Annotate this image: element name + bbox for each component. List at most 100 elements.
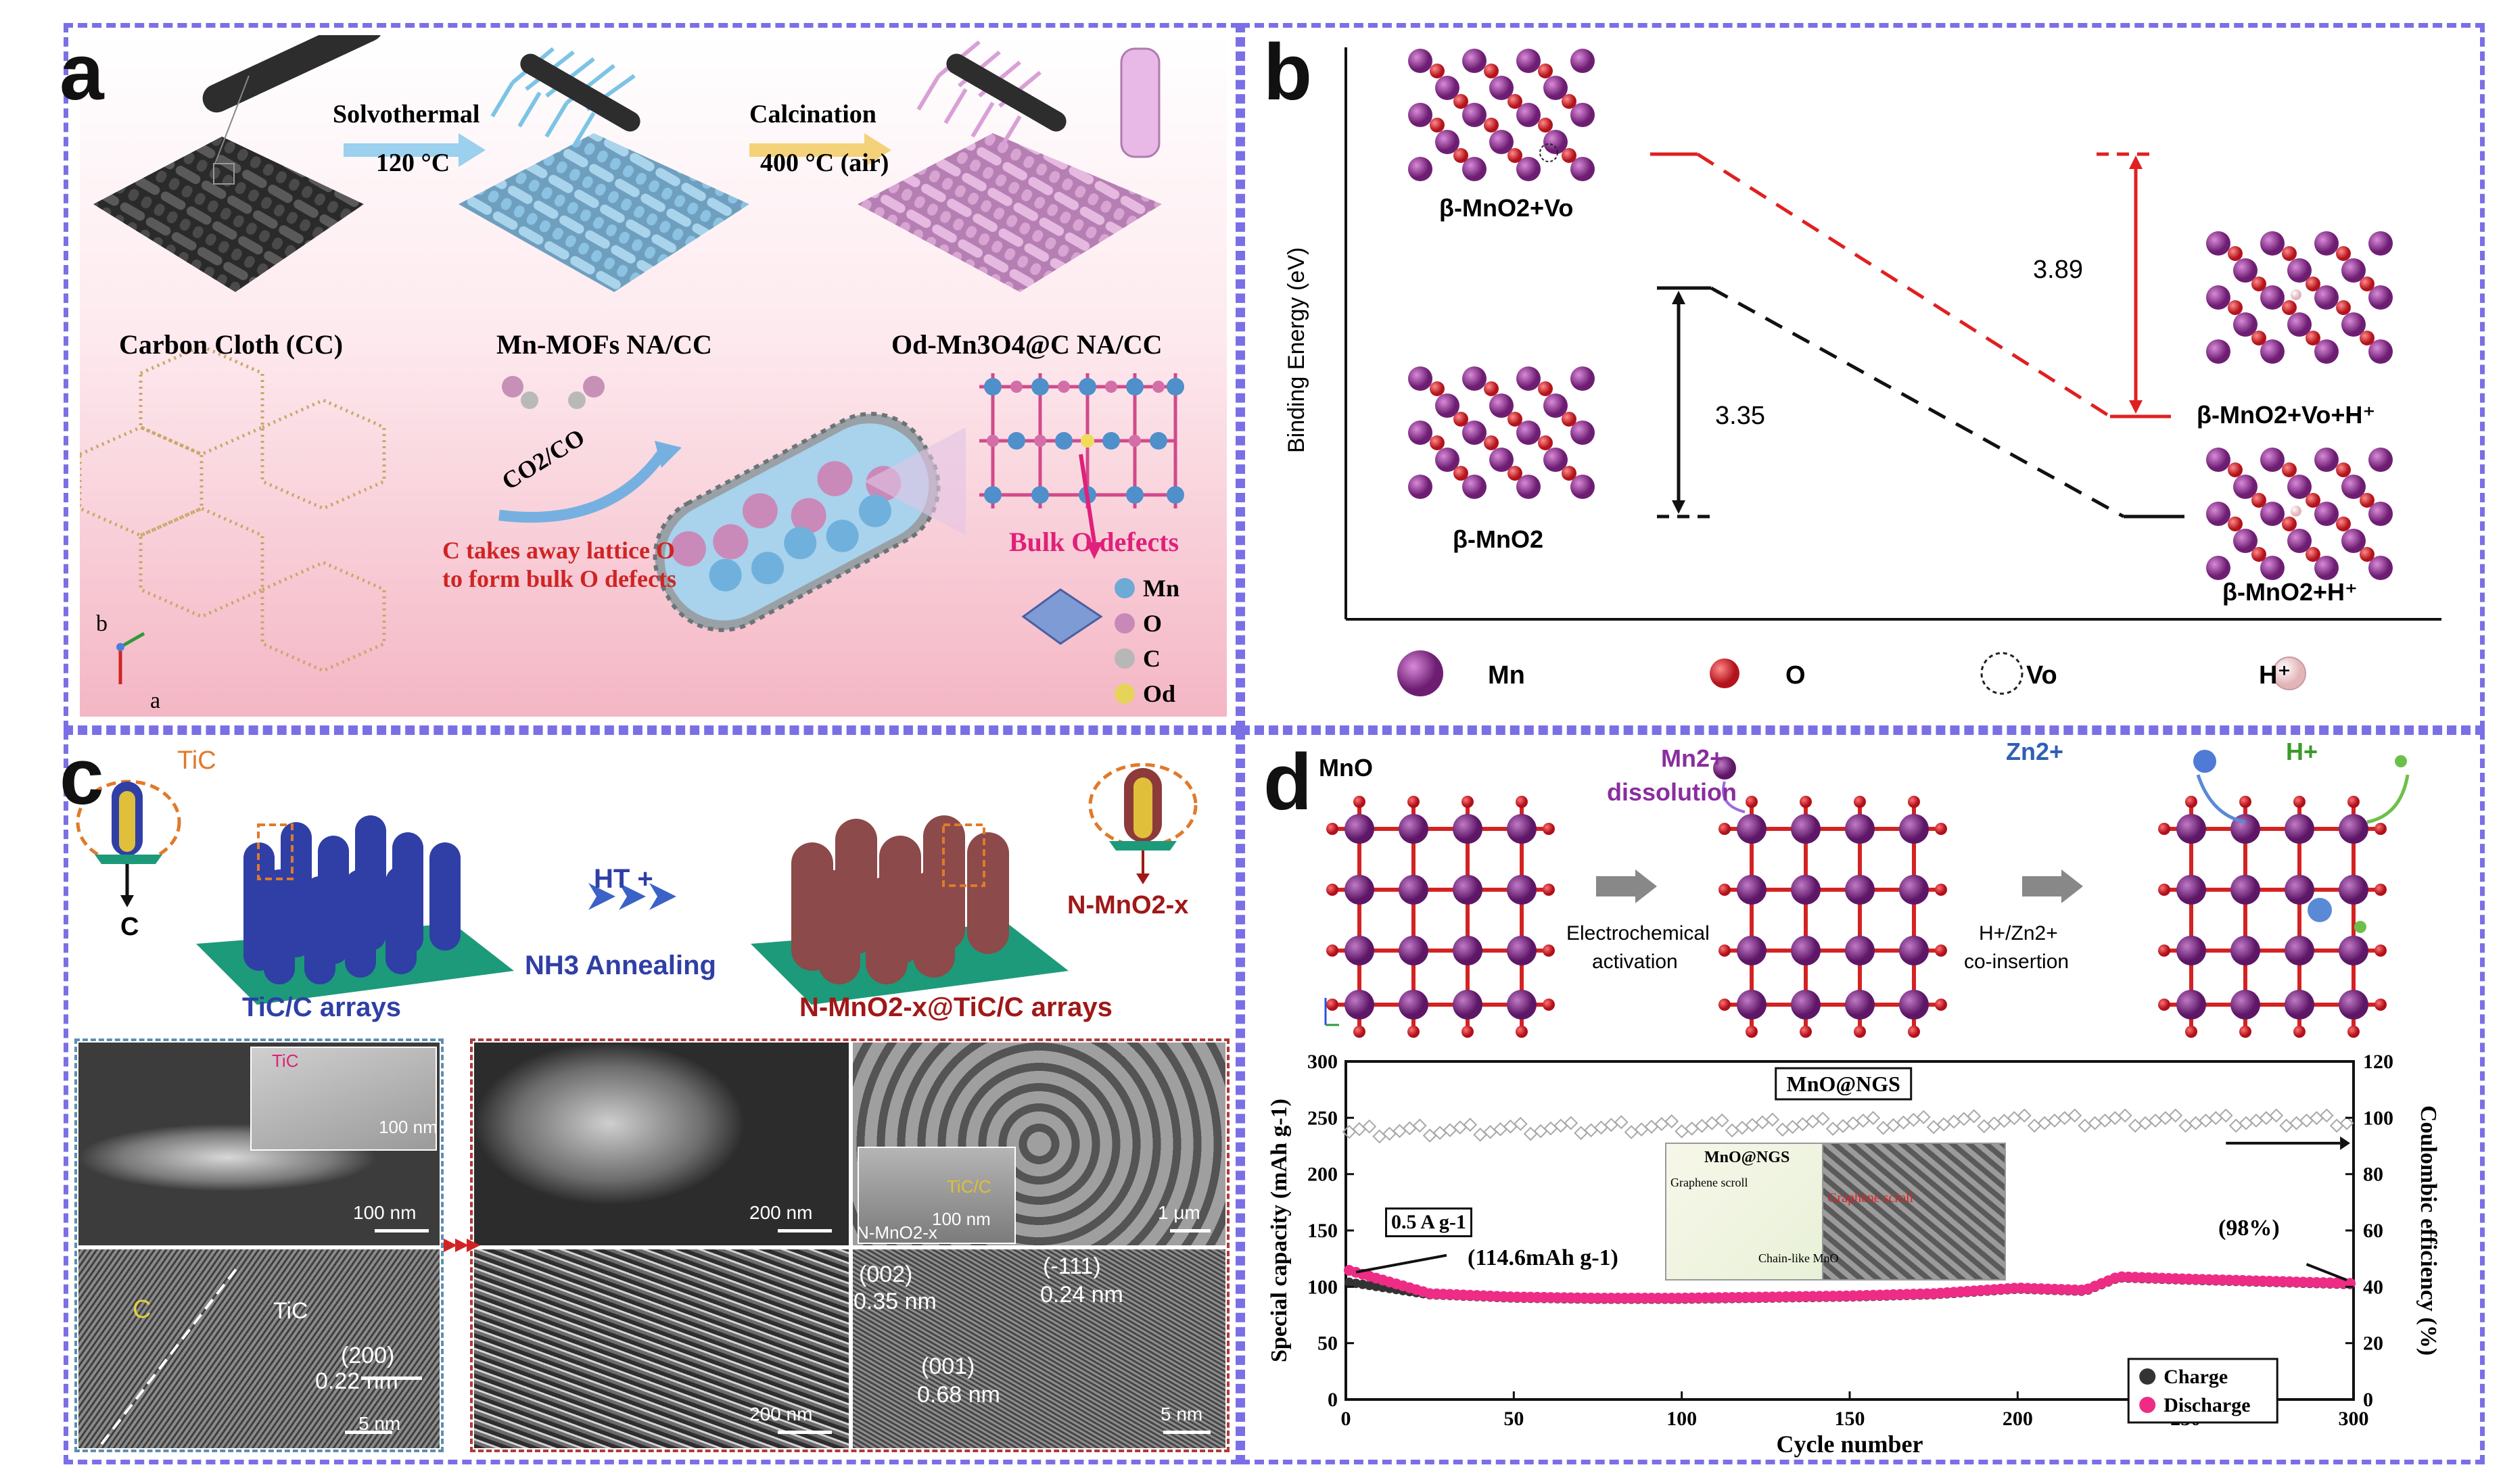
x-tick-label: 50 xyxy=(1503,1408,1524,1430)
panel-c-schematic xyxy=(76,763,1198,1005)
ce-point xyxy=(1977,1119,1992,1134)
inset-label-graphene: Graphene scroll xyxy=(1670,1176,1748,1189)
structure-title: MnO xyxy=(1319,754,1373,782)
ce-point xyxy=(2279,1118,2294,1133)
ce-point xyxy=(2289,1116,2303,1130)
ce-point xyxy=(1846,1116,1861,1130)
tic-rods xyxy=(243,815,461,984)
hrtem-mno2-s3: 0.68 nm xyxy=(917,1382,1000,1408)
ce-point xyxy=(1805,1114,1820,1129)
ce-point xyxy=(2168,1108,2183,1123)
step1-line1: Electrochemical xyxy=(1566,922,1710,944)
ce-point xyxy=(2228,1118,2243,1133)
ce-point xyxy=(2107,1111,2122,1126)
ce-point xyxy=(1936,1117,1951,1132)
axis-a-label: a xyxy=(150,688,161,713)
legend-od: Od xyxy=(1143,680,1176,707)
panel-b-letter: b xyxy=(1263,28,1313,117)
zn-ion-icon xyxy=(2193,750,2216,773)
ce-point xyxy=(1987,1116,2001,1131)
sem-mno2-inset-scale: 100 nm xyxy=(932,1209,991,1229)
ce-point xyxy=(1926,1120,1941,1134)
energy-value-black: 3.35 xyxy=(1715,402,1765,430)
ce-point xyxy=(1372,1129,1387,1144)
legend-o: O xyxy=(1143,610,1163,637)
ce-point xyxy=(1624,1125,1639,1139)
ce-point xyxy=(2098,1114,2112,1128)
hrtem-mno2-p2: (-111) xyxy=(1043,1253,1101,1279)
label-mno2-vo-h: β-MnO2+Vo+H⁺ xyxy=(2197,401,2376,429)
mno-structure-1 xyxy=(1326,796,1555,1038)
ce-point xyxy=(1513,1116,1528,1131)
zn-ion-label: Zn2+ xyxy=(2006,738,2064,765)
panel-a-graphic xyxy=(80,35,1184,704)
ce-point xyxy=(1815,1111,1830,1126)
ce-point xyxy=(1604,1118,1618,1132)
ce-point xyxy=(1866,1111,1881,1125)
sem-mno2-inset-a: TiC/C xyxy=(947,1176,991,1197)
ce-point xyxy=(1564,1116,1578,1130)
ce-point xyxy=(1886,1118,1900,1132)
x-axis-title: Cycle number xyxy=(1777,1431,1923,1458)
legend-b-h: H⁺ xyxy=(2259,661,2291,690)
label-mno2-h: β-MnO2+H⁺ xyxy=(2222,578,2358,606)
hrtem-tic-spacing: 0.22 nm xyxy=(315,1368,398,1394)
h-ion-icon xyxy=(2395,755,2407,767)
ce-point xyxy=(1412,1118,1427,1133)
x-tick-label: 200 xyxy=(2003,1408,2033,1430)
step2-label: Calcination xyxy=(749,100,876,128)
ce-point xyxy=(2309,1111,2324,1126)
x-tick-label: 300 xyxy=(2339,1408,2369,1430)
o-sphere-icon xyxy=(1710,659,1739,688)
ce-point xyxy=(2128,1118,2143,1133)
ce-point xyxy=(1574,1126,1589,1141)
ce-point xyxy=(2239,1116,2253,1130)
chart-title: MnO@NGS xyxy=(1787,1072,1900,1096)
inset-title: MnO@NGS xyxy=(1704,1149,1790,1166)
y2-tick-label: 80 xyxy=(2363,1164,2383,1186)
panel-d-frame xyxy=(1240,730,2485,1464)
arrow-calcination xyxy=(749,133,891,167)
mof-framework xyxy=(80,344,386,673)
panel-a xyxy=(80,35,1227,717)
tem-mno2-image xyxy=(474,1249,849,1448)
step1-line2: activation xyxy=(1592,951,1678,973)
ce-point xyxy=(2339,1116,2354,1130)
ce-point xyxy=(1463,1118,1478,1132)
ce-point xyxy=(1916,1109,1931,1124)
legend-charge-label: Charge xyxy=(2163,1366,2228,1388)
ce-point xyxy=(1796,1117,1810,1132)
ce-point xyxy=(2259,1111,2274,1126)
y2-tick-label: 100 xyxy=(2363,1107,2393,1129)
legend-c: C xyxy=(1143,645,1161,672)
panel-a-letter: a xyxy=(60,28,104,117)
ce-point xyxy=(1432,1126,1447,1141)
ce-point xyxy=(1695,1118,1709,1133)
tic-label: TiC xyxy=(177,746,216,775)
right-caption: N-MnO2-x@TiC/C arrays xyxy=(799,992,1113,1022)
carbon-fiber-rod xyxy=(202,35,383,113)
panel-d-structures xyxy=(1251,741,2474,1038)
mno-structure-diagram xyxy=(1251,750,2410,1038)
ce-point xyxy=(2057,1111,2072,1126)
ce-point xyxy=(1634,1122,1649,1136)
y-tick-label: 250 xyxy=(1307,1107,1338,1129)
step2-line1: H+/Zn2+ xyxy=(1979,922,2058,944)
ce-point xyxy=(1362,1119,1377,1134)
label-mno2: β-MnO2 xyxy=(1453,525,1543,553)
label-mno2-vo: β-MnO2+Vo xyxy=(1439,194,1574,222)
stage2-caption: Mn-MOFs NA/CC xyxy=(496,329,712,360)
ce-point xyxy=(1453,1120,1468,1135)
mof-cloth xyxy=(459,133,749,292)
sem-tic-scale: 100 nm xyxy=(353,1202,417,1223)
legend-b-o: O xyxy=(1785,661,1806,690)
sem-mno2-single-scale: 200 nm xyxy=(749,1202,813,1223)
ce-point xyxy=(1614,1115,1629,1130)
ce-point xyxy=(2208,1111,2223,1126)
capacity-arrow xyxy=(1355,1253,1447,1274)
mn-ion-icon xyxy=(1713,757,1736,780)
energy-diagram xyxy=(1344,47,2441,696)
step1-temp: 120 °C xyxy=(376,149,450,177)
ce-point xyxy=(2007,1111,2021,1126)
ce-point xyxy=(1493,1122,1507,1136)
